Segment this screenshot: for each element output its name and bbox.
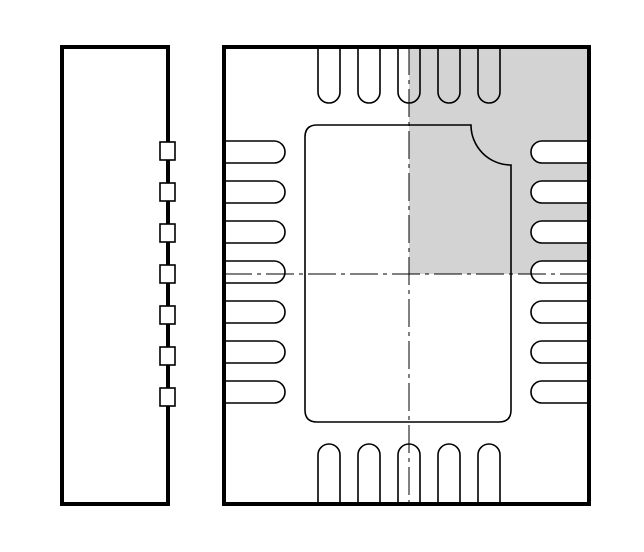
left-pad-7 [226,380,286,404]
exposed-thermal-pad [304,124,512,423]
left-edge-pads [226,140,286,404]
side-lead-7 [159,387,176,407]
right-edge-pads [530,140,587,404]
bottom-pad-4 [437,443,461,504]
right-pad-6 [530,340,587,364]
left-pad-3 [226,220,286,244]
side-lead-4 [159,264,176,284]
left-pad-4 [226,260,286,284]
left-pad-5 [226,300,286,324]
bottom-pad-2 [357,443,381,504]
top-pad-1 [317,47,341,104]
top-view-body [222,45,591,506]
left-pad-1 [226,140,286,164]
bottom-pad-5 [477,443,501,504]
side-lead-3 [159,223,176,243]
right-pad-3 [530,220,587,244]
right-pad-2 [530,180,587,204]
side-lead-1 [159,141,176,161]
right-pad-7 [530,380,587,404]
bottom-pad-1 [317,443,341,504]
right-pad-5 [530,300,587,324]
side-view-leads [159,141,176,407]
top-pad-4 [437,47,461,104]
top-pad-2 [357,47,381,104]
top-pad-5 [477,47,501,104]
side-lead-5 [159,305,176,325]
left-pad-6 [226,340,286,364]
right-pad-4 [530,260,587,284]
side-lead-6 [159,346,176,366]
bottom-edge-pads [317,443,501,504]
right-pad-1 [530,140,587,164]
side-view-body [60,45,170,506]
left-pad-2 [226,180,286,204]
side-lead-2 [159,182,176,202]
